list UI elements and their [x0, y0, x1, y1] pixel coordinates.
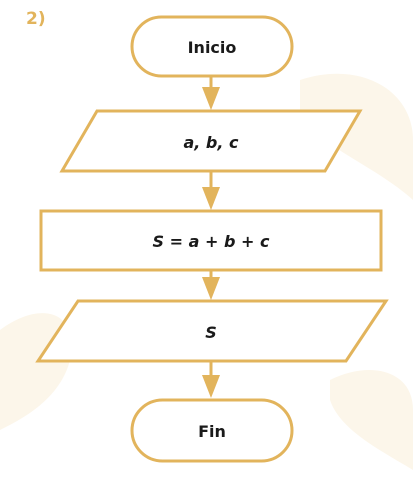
node-label-end: Fin: [198, 422, 226, 441]
node-label-input: a, b, c: [183, 133, 239, 152]
node-label-start: Inicio: [188, 38, 237, 57]
node-end: Fin: [130, 398, 294, 463]
terminal-shape: [130, 398, 294, 463]
node-start: Inicio: [130, 15, 294, 78]
node-process: S = a + b + c: [39, 209, 383, 272]
input-parallelogram-shape: [59, 109, 363, 173]
edge-process-to-output: [202, 270, 220, 300]
diagram-number-label: 2): [26, 9, 46, 29]
edge-start-to-input: [202, 76, 220, 110]
edge-input-to-process: [202, 171, 220, 210]
node-label-process: S = a + b + c: [153, 232, 270, 251]
watermark-shape: [330, 370, 413, 470]
flowchart-edges: [202, 76, 220, 398]
terminal-shape: [130, 15, 294, 78]
edge-output-to-end: [202, 361, 220, 398]
watermark-shape: [300, 73, 413, 200]
node-output: S: [35, 299, 389, 363]
node-label-output: S: [205, 323, 217, 342]
output-parallelogram-shape: [35, 299, 389, 363]
node-input: a, b, c: [59, 109, 363, 173]
process-rectangle-shape: [39, 209, 383, 272]
